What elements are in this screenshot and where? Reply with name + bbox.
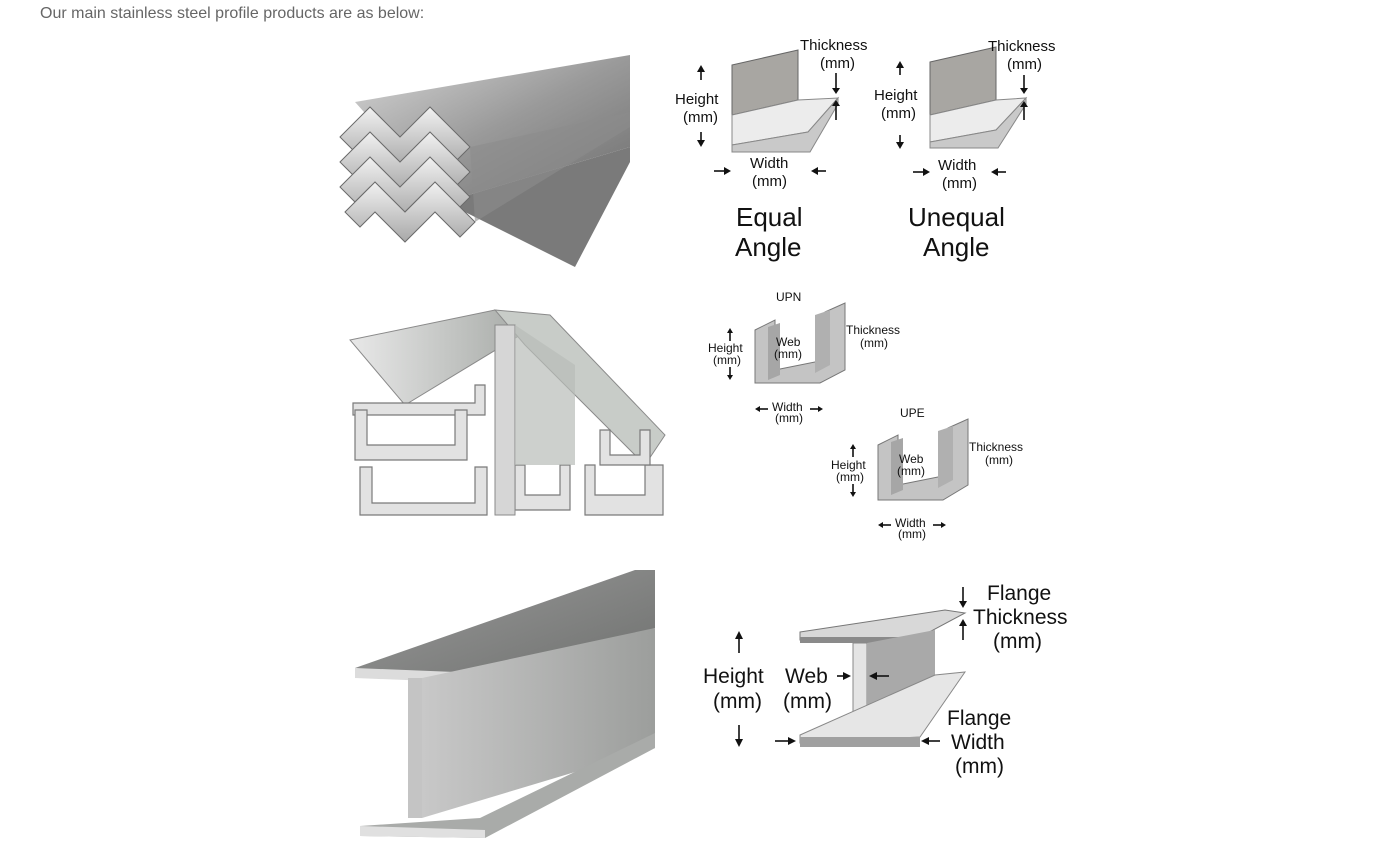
unequal-angle-title-1: Unequal (908, 202, 1005, 232)
equal-thickness-unit: (mm) (820, 55, 855, 72)
upe-height-label: Height (831, 458, 866, 472)
upe-web-label: Web (899, 452, 924, 466)
unequal-height-unit: (mm) (881, 105, 916, 122)
height-unit: (mm) (713, 690, 762, 713)
web-unit: (mm) (783, 690, 832, 713)
flange-thickness-unit: (mm) (993, 630, 1042, 653)
height-label: Height (703, 665, 764, 688)
intro-text: Our main stainless steel profile product… (40, 5, 425, 22)
upn-shape (754, 302, 846, 384)
upn-web-label: Web (776, 335, 801, 349)
equal-height-unit: (mm) (683, 109, 718, 126)
unequal-height-label: Height (874, 87, 918, 104)
upn-title: UPN (776, 290, 801, 304)
flange-thickness-line1: Flange (987, 582, 1051, 605)
upe-web-unit: (mm) (897, 464, 925, 478)
unequal-thickness-unit: (mm) (1007, 56, 1042, 73)
angle-diagram: Thickness (mm) Height (mm) Width (mm) Eq… (675, 37, 1056, 262)
upn-thickness-unit: (mm) (860, 336, 888, 350)
unequal-width-label: Width (938, 157, 976, 174)
unequal-thickness-label: Thickness (988, 38, 1056, 55)
flange-width-unit: (mm) (955, 755, 1004, 778)
angle-steel-photo (339, 55, 630, 267)
h-beam-shape (799, 609, 967, 747)
upe-title: UPE (900, 406, 925, 420)
equal-angle-shape (731, 49, 840, 153)
equal-width-unit: (mm) (752, 173, 787, 190)
upn-thickness-label: Thickness (846, 323, 900, 337)
upe-thickness-label: Thickness (969, 440, 1023, 454)
upe-height-unit: (mm) (836, 470, 864, 484)
unequal-angle-title-2: Angle (923, 232, 990, 262)
web-label: Web (785, 665, 828, 688)
upe-shape (877, 418, 969, 501)
upn-height-label: Height (708, 341, 743, 355)
channel-steel-photo (349, 309, 666, 516)
equal-angle-title-1: Equal (736, 202, 803, 232)
upe-thickness-unit: (mm) (985, 453, 1013, 467)
upe-width-unit: (mm) (898, 527, 926, 541)
h-beam-photo (355, 570, 655, 838)
equal-angle-title-2: Angle (735, 232, 802, 262)
equal-thickness-label: Thickness (800, 37, 868, 54)
upe-width-label: Width (895, 516, 926, 530)
unequal-angle-shape (929, 46, 1028, 149)
upn-width-label: Width (772, 400, 803, 414)
channel-diagram: UPN Height (mm) Web (mm) Thickness (mm) … (708, 290, 1023, 541)
flange-thickness-line2: Thickness (973, 606, 1068, 629)
unequal-width-unit: (mm) (942, 175, 977, 192)
equal-width-label: Width (750, 155, 788, 172)
flange-width-line1: Flange (947, 707, 1011, 730)
equal-height-label: Height (675, 91, 719, 108)
upn-height-unit: (mm) (713, 353, 741, 367)
upn-web-unit: (mm) (774, 347, 802, 361)
flange-width-line2: Width (951, 731, 1005, 754)
h-beam-diagram: Flange Thickness (mm) Height (mm) Web (m… (703, 582, 1068, 778)
upn-width-unit: (mm) (775, 411, 803, 425)
